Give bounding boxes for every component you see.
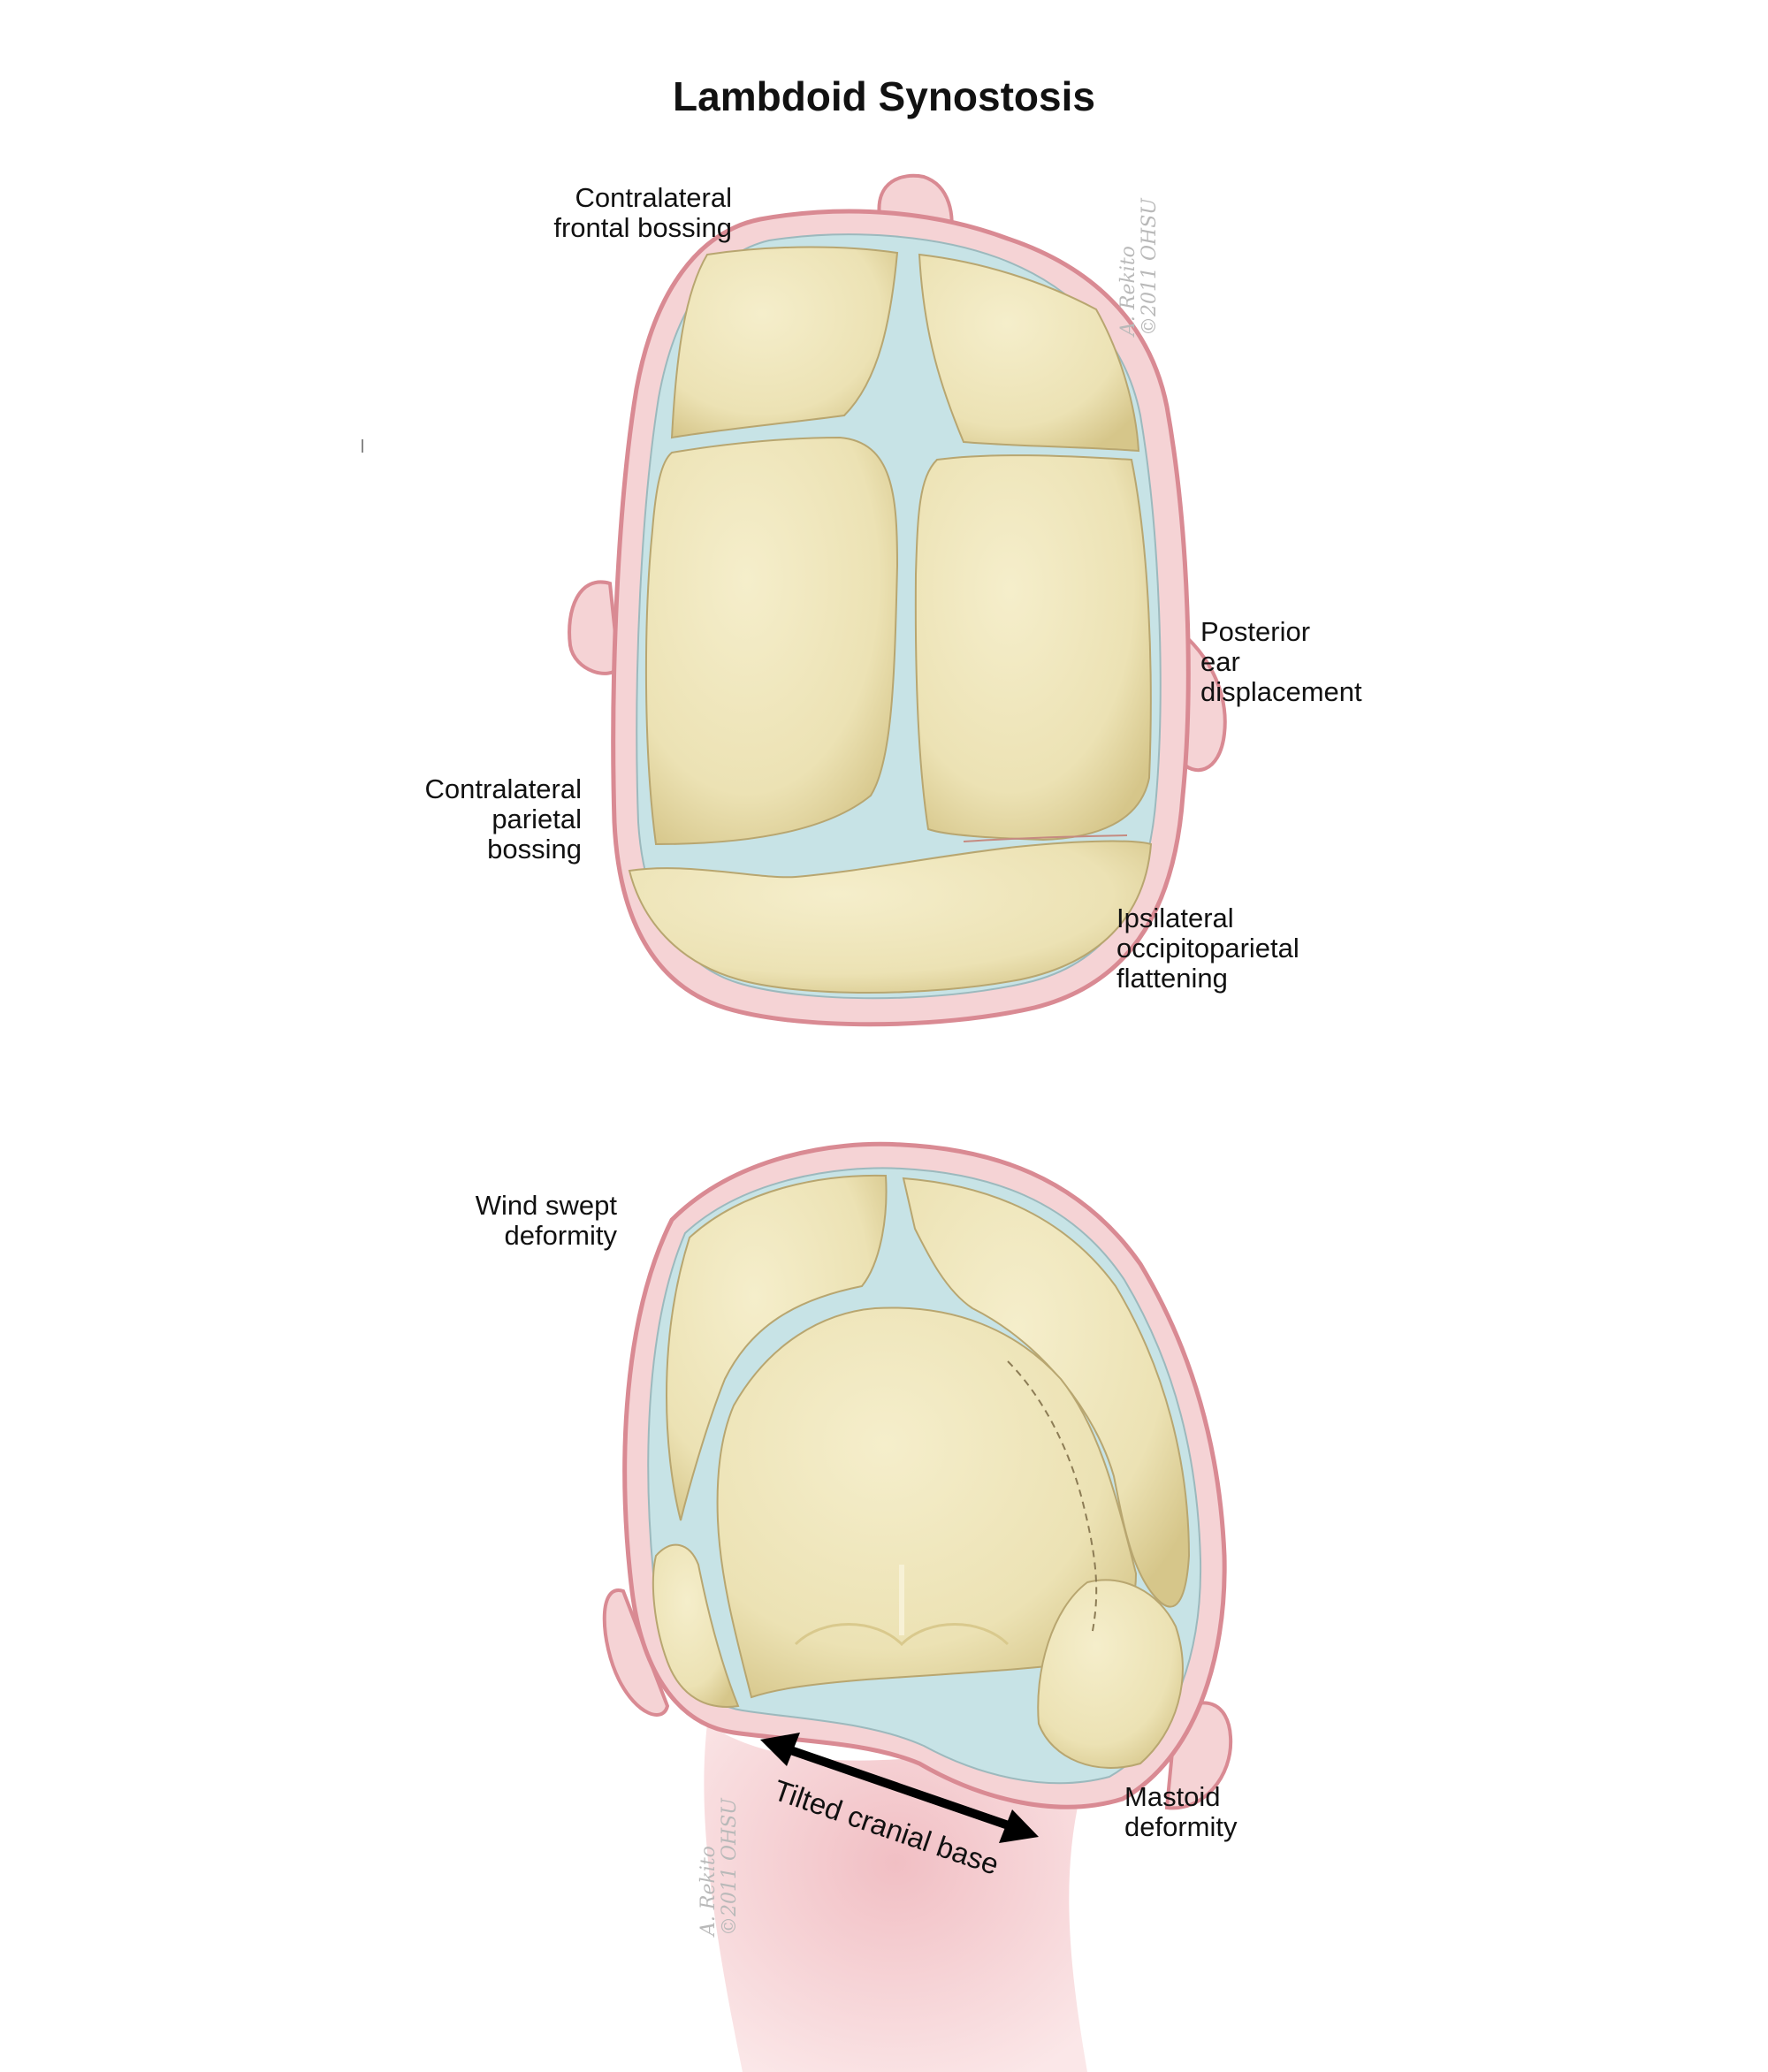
- cerebellar-contour: [794, 1623, 1010, 1647]
- left-frontal-bone: [670, 246, 899, 439]
- left-mastoid-bone: [652, 1543, 740, 1708]
- fused-lambdoid-suture: [963, 834, 1128, 842]
- right-frontal-bone: [918, 253, 1140, 453]
- artist-signature-bottom: A. Rekito ©2011 OHSU: [697, 1798, 741, 1936]
- label-contralateral-frontal-bossing: Contralateral frontal bossing: [553, 182, 732, 243]
- vertex-view-skull: [568, 173, 1227, 1027]
- right-parietal-posterior: [902, 1177, 1191, 1608]
- label-contralateral-parietal-bossing: Contralateral parietal bossing: [424, 773, 582, 865]
- tilted-cranial-base-arrow: [760, 1733, 1039, 1843]
- right-mastoid-bone: [1037, 1579, 1184, 1769]
- fused-lambdoid-suture-posterior: [1007, 1360, 1098, 1636]
- occipital-bone-flattened: [628, 840, 1153, 994]
- left-posterior-ear: [602, 1588, 670, 1717]
- label-wind-swept-deformity: Wind swept deformity: [475, 1190, 617, 1251]
- left-ear: [568, 580, 621, 675]
- posterior-view-skull: [602, 1141, 1233, 2072]
- label-posterior-ear-displacement: Posterior ear displacement: [1200, 616, 1362, 707]
- figure-title: Lambdoid Synostosis: [673, 73, 1095, 119]
- label-mastoid-deformity: Mastoid deformity: [1124, 1781, 1238, 1842]
- left-parietal-posterior: [666, 1174, 888, 1521]
- right-parietal-bone: [914, 454, 1152, 842]
- artist-signature-top: A. Rekito ©2011 OHSU: [1117, 198, 1161, 336]
- label-ipsilateral-occipitoparietal-flattening: Ipsilateral occipitoparietal flattening: [1116, 903, 1299, 994]
- left-parietal-bone: [644, 436, 899, 846]
- neck: [704, 1724, 1087, 2072]
